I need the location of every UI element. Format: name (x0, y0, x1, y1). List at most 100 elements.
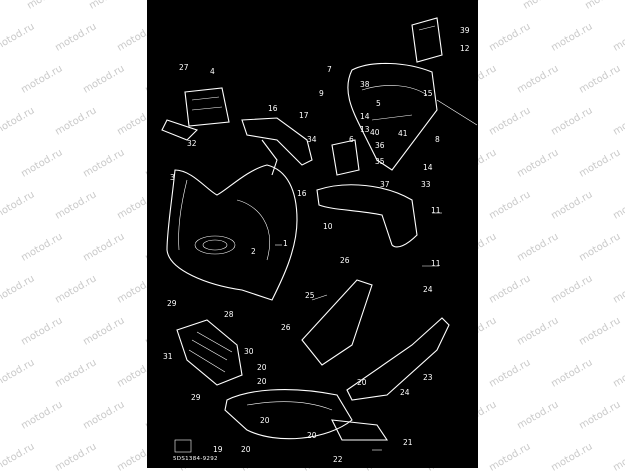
watermark-text: motod.ru (515, 63, 561, 96)
watermark-text: motod.ru (515, 315, 561, 348)
callout-26: 26 (340, 256, 350, 265)
watermark-text: motod.ru (19, 315, 65, 348)
watermark-text: motod.ru (487, 105, 533, 138)
watermark-text: motod.ru (81, 231, 127, 264)
callout-4: 4 (210, 67, 215, 76)
callout-5: 5 (376, 99, 381, 108)
watermark-text: motod.ru (81, 63, 127, 96)
watermark-text: motod.ru (549, 441, 595, 474)
watermark-text: motod.ru (611, 273, 625, 306)
callout-13: 13 (360, 125, 370, 134)
callout-30: 30 (244, 347, 254, 356)
drawing-code: 5DS1384-9292 (173, 456, 218, 462)
callout-34: 34 (307, 135, 317, 144)
callout-9: 9 (319, 89, 324, 98)
callout-11: 11 (431, 206, 441, 215)
callout-16: 16 (297, 189, 307, 198)
watermark-text: motod.ru (515, 147, 561, 180)
diagram-canvas: 1234567891011121314151617192021222324252… (161, 17, 478, 464)
watermark-text: motod.ru (577, 231, 623, 264)
callout-32: 32 (187, 139, 197, 148)
watermark-text: motod.ru (19, 147, 65, 180)
grill-part (176, 319, 243, 386)
callout-39: 39 (460, 26, 470, 35)
callout-23: 23 (423, 373, 433, 382)
box-part (331, 139, 360, 176)
callout-8: 8 (435, 135, 440, 144)
callout-20: 20 (307, 431, 317, 440)
callout-10: 10 (323, 222, 333, 231)
watermark-text: motod.ru (53, 357, 99, 390)
side-panel-part (301, 279, 373, 366)
leader-lines (275, 99, 478, 451)
callout-29: 29 (191, 393, 201, 402)
callout-20: 20 (260, 416, 270, 425)
callout-38: 38 (360, 80, 370, 89)
callout-28: 28 (224, 310, 234, 319)
watermark-text: motod.ru (487, 441, 533, 474)
under-cover-part (224, 389, 353, 440)
watermark-text: motod.ru (577, 147, 623, 180)
callout-40: 40 (370, 128, 380, 137)
front-cover-part (166, 164, 298, 301)
watermark-text: motod.ru (611, 441, 625, 474)
callout-15: 15 (423, 89, 433, 98)
watermark-text: motod.ru (53, 21, 99, 54)
watermark-text: motod.ru (611, 357, 625, 390)
watermark-text: motod.ru (549, 21, 595, 54)
watermark-text: motod.ru (611, 21, 625, 54)
watermark-text: motod.ru (26, 0, 71, 12)
callout-26: 26 (281, 323, 291, 332)
watermark-text: motod.ru (19, 231, 65, 264)
callout-21: 21 (403, 438, 413, 447)
watermark-text: motod.ru (81, 147, 127, 180)
watermark-text: motod.ru (0, 273, 37, 306)
watermark-text: motod.ru (0, 189, 37, 222)
callout-12: 12 (460, 44, 470, 53)
callout-numbers: 1234567891011121314151617192021222324252… (163, 26, 470, 464)
watermark-text: motod.ru (53, 105, 99, 138)
callout-29: 29 (167, 299, 177, 308)
callout-19: 19 (213, 445, 223, 454)
callout-11: 11 (431, 259, 441, 268)
callout-20: 20 (257, 377, 267, 386)
callout-2: 2 (251, 247, 256, 256)
foot-rest-part (331, 419, 389, 441)
watermark-text: motod.ru (81, 399, 127, 432)
callout-37: 37 (380, 180, 390, 189)
watermark-text: motod.ru (577, 63, 623, 96)
emblem-part (174, 439, 192, 453)
watermark-text: motod.ru (515, 231, 561, 264)
watermark-text: motod.ru (577, 315, 623, 348)
callout-31: 31 (163, 352, 173, 361)
callout-14: 14 (360, 112, 370, 121)
watermark-text: motod.ru (549, 273, 595, 306)
watermark-text: motod.ru (53, 273, 99, 306)
watermark-text: motod.ru (549, 357, 595, 390)
callout-16: 16 (268, 104, 278, 113)
watermark-text: motod.ru (549, 105, 595, 138)
callout-14: 14 (423, 163, 433, 172)
inner-panel-part (316, 184, 418, 248)
callout-24: 24 (423, 285, 433, 294)
callout-1: 1 (283, 239, 288, 248)
watermark-text: motod.ru (88, 0, 133, 12)
watermark-text: motod.ru (515, 399, 561, 432)
watermark-text: motod.ru (577, 399, 623, 432)
watermark-text: motod.ru (549, 189, 595, 222)
watermark-text: motod.ru (0, 21, 37, 54)
watermark-text: motod.ru (53, 441, 99, 474)
meter-cover-part (161, 87, 230, 141)
watermark-text: motod.ru (0, 105, 37, 138)
floor-side-cover-part (346, 317, 450, 401)
watermark-text: motod.ru (487, 189, 533, 222)
callout-33: 33 (421, 180, 431, 189)
callout-20: 20 (257, 363, 267, 372)
watermark-text: motod.ru (19, 399, 65, 432)
watermark-text: motod.ru (0, 0, 9, 12)
callout-17: 17 (299, 111, 309, 120)
watermark-text: motod.ru (53, 189, 99, 222)
watermark-text: motod.ru (487, 273, 533, 306)
watermark-text: motod.ru (584, 0, 625, 12)
